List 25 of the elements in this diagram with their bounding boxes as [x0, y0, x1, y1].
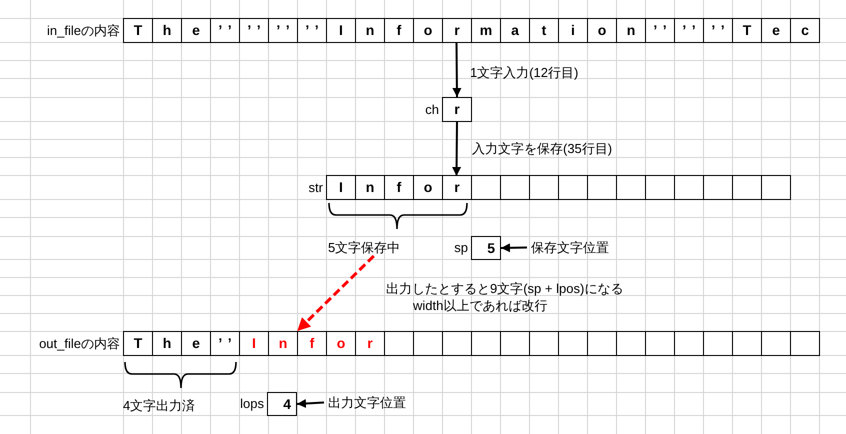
callout-text: 出力文字位置 — [324, 394, 410, 411]
array-row — [123, 18, 820, 43]
note-text: 出力したとすると9文字(sp + lpos)になる — [386, 280, 624, 297]
edge-label: 入力文字を保存(35行目) — [472, 140, 612, 157]
dashed-arrow — [296, 254, 375, 332]
array-row — [326, 175, 791, 200]
variable-label: ch — [425, 102, 439, 118]
note-text: width以上であれば改行 — [413, 297, 548, 314]
brace-label: 4文字出力済 — [123, 397, 196, 414]
edge-label: 1文字入力(12行目) — [470, 64, 578, 81]
arrow — [500, 243, 528, 252]
variable-label: str — [308, 180, 323, 196]
array-row — [123, 331, 820, 356]
variable-label: in_fileの内容 — [47, 22, 120, 38]
brace-label: 5文字保存中 — [324, 239, 404, 256]
variable-label: out_fileの内容 — [39, 336, 120, 352]
variable-box: 5 — [471, 236, 501, 260]
variable-label: lops — [240, 396, 264, 412]
callout-text: 保存文字位置 — [527, 239, 613, 256]
variable-label: sp — [454, 240, 468, 256]
variable-box: 4 — [267, 392, 297, 416]
arrow — [452, 42, 462, 98]
arrow — [452, 122, 462, 176]
arrow — [296, 399, 324, 408]
variable-box: r — [442, 97, 472, 122]
